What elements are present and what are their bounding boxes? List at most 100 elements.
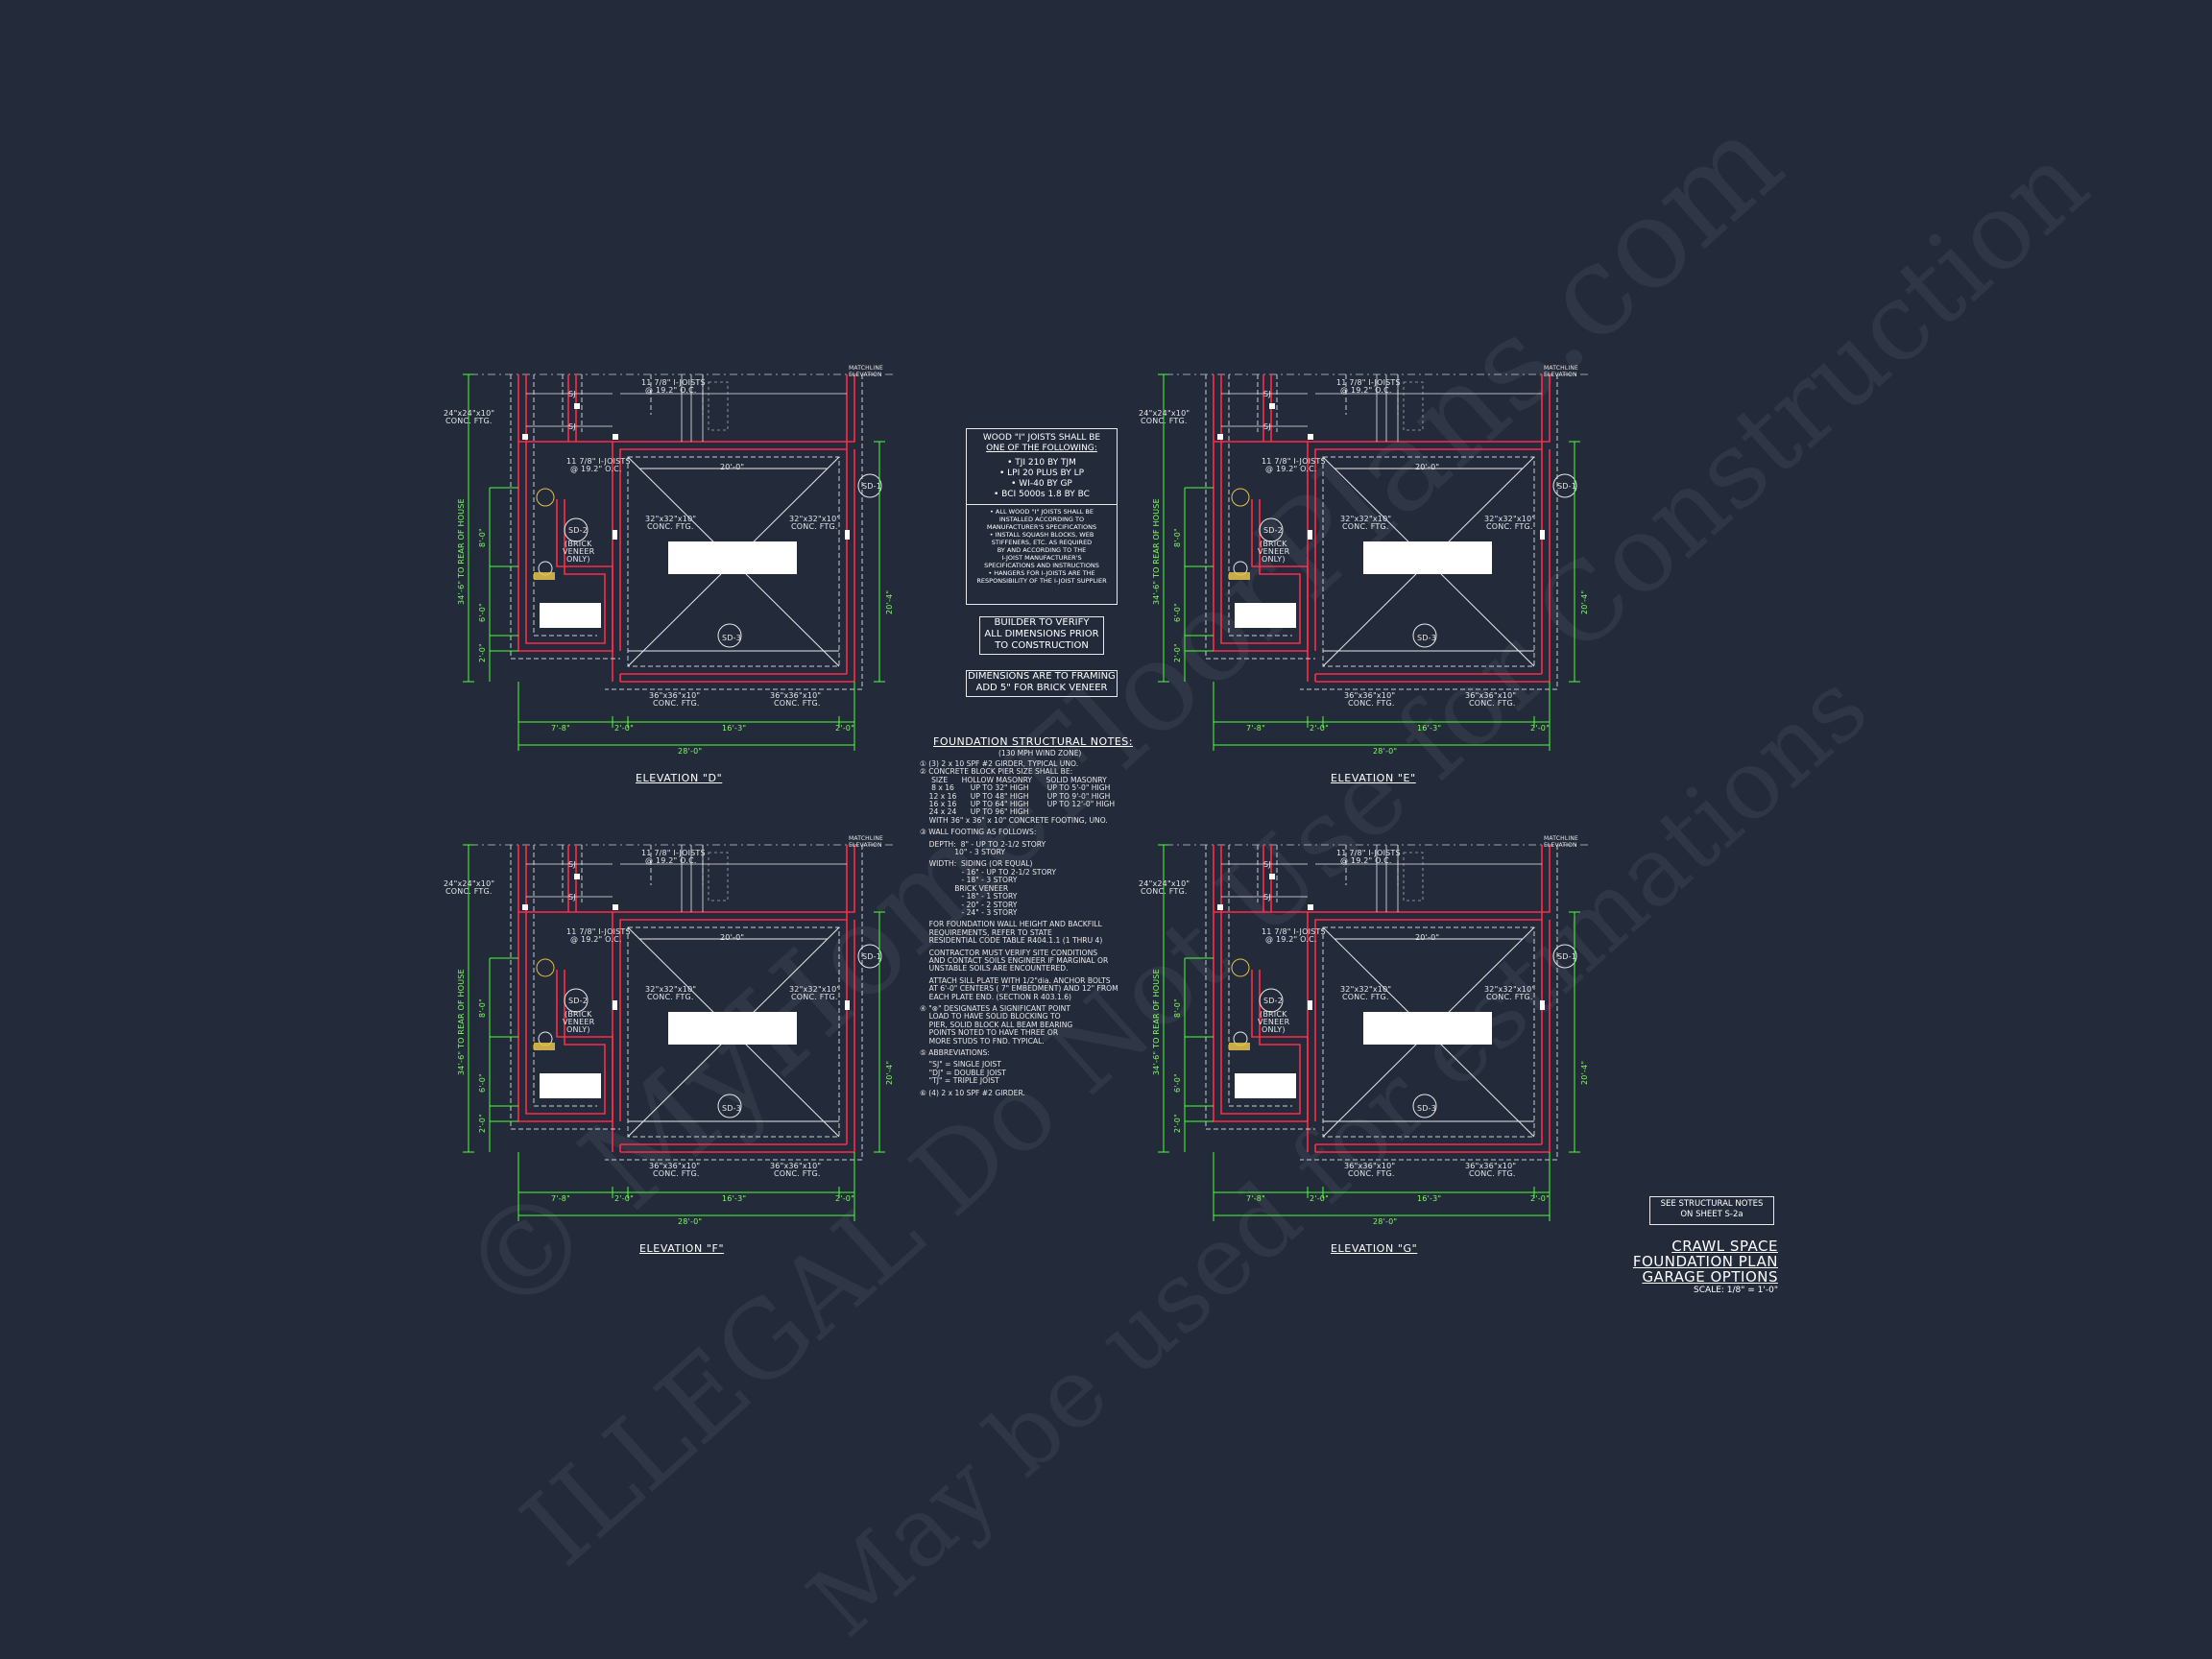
foundation-note-line: ⑥ (4) 2 x 10 SPF #2 GIRDER. (920, 1088, 1025, 1097)
elevation-d-title: ELEVATION "D" (636, 772, 723, 784)
builder-line-1: BUILDER TO VERIFY (994, 617, 1090, 628)
foundation-note-line: LOAD TO HAVE SOLID BLOCKING TO (920, 1012, 1061, 1022)
joist-spacing-top: @ 19.2" O.C. (645, 386, 697, 395)
dim-20ft: 20'-0" (1415, 463, 1440, 471)
ijoist-note-line: • ALL WOOD "I" JOISTS SHALL BE (990, 508, 1094, 516)
plan-drawing (463, 844, 893, 1221)
builder-line-2: ALL DIMENSIONS PRIOR (984, 629, 1099, 639)
sj-label: SJ (1263, 860, 1271, 869)
ijoist-option-2: • LPI 20 PLUS BY LP (998, 469, 1085, 478)
dim-7ft8: 7'-8" (551, 724, 570, 733)
sj-label: SJ (1263, 390, 1271, 398)
foundation-note-line: AT 6'-0" CENTERS ( 7" EMBEDMENT) AND 12"… (920, 984, 1118, 994)
footing-36-left: 36"x36"x10" (1344, 1162, 1396, 1170)
foundation-note-line: PIER, SOLID BLOCK ALL BEAM BEARING (920, 1020, 1073, 1029)
callout-sd1: SD-1 (862, 482, 882, 491)
plan-matchline-label: MATCHLINE (849, 835, 884, 842)
foundation-note-line: - 18" - 3 STORY (920, 876, 1018, 885)
sheet-scale: SCALE: 1/8" = 1'-0" (1694, 1286, 1778, 1295)
footing-32-right: 32"x32"x10" (789, 985, 841, 994)
plan-matchline-sub: ELEVATION (849, 842, 882, 849)
joist-label-top: 11 7/8" I-JOISTS (1336, 378, 1401, 387)
foundation-note-line: "DJ" = DOUBLE JOIST (920, 1068, 1006, 1077)
foundation-note-line: ② CONCRETE BLOCK PIER SIZE SHALL BE: (920, 767, 1073, 777)
callout-sd1: SD-1 (1557, 482, 1577, 491)
footing-36-left-sub: CONC. FTG. (653, 1169, 700, 1178)
foundation-note-line: - 16" - UP TO 2-1/2 STORY (920, 867, 1056, 877)
ijoist-spec-box: WOOD "I" JOISTS SHALL BE ONE OF THE FOLL… (966, 428, 1118, 605)
foundation-note-line: FOR FOUNDATION WALL HEIGHT AND BACKFILL (920, 920, 1102, 929)
joist-label-top: 11 7/8" I-JOISTS (641, 378, 706, 387)
ijoist-note-line: RESPONSIBILITY OF THE I-JOIST SUPPLIER (976, 577, 1107, 585)
foundation-note-line: REQUIREMENTS, REFER TO STATE (920, 927, 1052, 937)
ijoist-heading-2: ONE OF THE FOLLOWING: (986, 444, 1097, 453)
foundation-notes-subtitle: (130 MPH WIND ZONE) (998, 749, 1082, 757)
ijoist-note-line: MANUFACTURER'S SPECIFICATIONS (986, 523, 1097, 531)
brick-note-3: ONLY) (1262, 1025, 1286, 1034)
footing-36-right-sub: CONC. FTG. (1469, 699, 1516, 708)
dim-7ft8: 7'-8" (551, 1194, 570, 1203)
dim-16ft3: 16'-3" (1417, 724, 1442, 733)
see-structural-notes-box: SEE STRUCTURAL NOTES ON SHEET S-2a (1649, 1196, 1774, 1225)
plan-drawing (1158, 844, 1588, 1221)
dim-2ft-b: 2'-0" (835, 724, 854, 733)
dim-20ft4: 20'-4" (1580, 1060, 1589, 1085)
joist-spacing-mid: @ 19.2" O.C. (570, 465, 622, 473)
ijoist-note-line: • INSTALL SQUASH BLOCKS, WEB (989, 531, 1094, 539)
footing-32-left: 32"x32"x10" (645, 515, 697, 523)
joist-label-mid: 11 7/8" I-JOISTS (1262, 457, 1326, 466)
sj-label: SJ (568, 860, 576, 869)
callout-sd3: SD-3 (722, 634, 742, 642)
dim-6ft: 6'-0" (478, 1073, 487, 1093)
foundation-notes-list: ① (3) 2 x 10 SPF #2 GIRDER, TYPICAL UNO.… (920, 759, 1118, 1097)
foundation-note-line: CONTRACTOR MUST VERIFY SITE CONDITIONS (920, 948, 1098, 957)
dim-2ft-b: 2'-0" (1530, 1194, 1550, 1203)
dim-20ft: 20'-0" (720, 463, 745, 471)
footing-24-sub: CONC. FTG. (445, 887, 493, 896)
joist-spacing-mid: @ 19.2" O.C. (570, 935, 622, 944)
joist-spacing-top: @ 19.2" O.C. (1340, 386, 1392, 395)
plan-matchline-sub: ELEVATION (1544, 842, 1577, 849)
footing-36-left: 36"x36"x10" (649, 1162, 701, 1170)
callout-sd2: SD-2 (1263, 526, 1284, 535)
foundation-note-line: ATTACH SILL PLATE WITH 1/2"dia. ANCHOR B… (920, 975, 1111, 985)
dim-8ft: 8'-0" (1173, 998, 1182, 1018)
dim-6ft: 6'-0" (1173, 1073, 1182, 1093)
footing-36-left: 36"x36"x10" (649, 691, 701, 700)
dim-8ft: 8'-0" (478, 528, 487, 547)
brick-note-3: ONLY) (566, 555, 590, 564)
see-notes-line-1: SEE STRUCTURAL NOTES (1660, 1199, 1764, 1209)
dim-2ft-b: 2'-0" (835, 1194, 854, 1203)
brick-note-3: ONLY) (566, 1025, 590, 1034)
dim-34ft6: 34'-6" TO REAR OF HOUSE (457, 498, 466, 605)
brick-note-3: ONLY) (1262, 555, 1286, 564)
footing-32-left-sub: CONC. FTG. (1342, 993, 1389, 1001)
footing-32-left: 32"x32"x10" (1340, 515, 1392, 523)
dim-34ft6: 34'-6" TO REAR OF HOUSE (1152, 969, 1161, 1075)
callout-sd1: SD-1 (862, 952, 882, 961)
brick-note-2: VENEER (1258, 1018, 1290, 1026)
plan-matchline-label: MATCHLINE (1544, 365, 1579, 372)
dim-28ft: 28'-0" (678, 747, 703, 756)
ijoist-note-line: BY AND ACCORDING TO THE (997, 546, 1087, 554)
callout-sd2: SD-2 (568, 997, 589, 1005)
dim-28ft: 28'-0" (678, 1217, 703, 1226)
footing-32-right-sub: CONC. FTG. (1486, 993, 1533, 1001)
joist-label-mid: 11 7/8" I-JOISTS (1262, 927, 1326, 936)
dim-2ft-a: 2'-0" (614, 1194, 634, 1203)
footing-36-right: 36"x36"x10" (1465, 1162, 1517, 1170)
dim-8ft: 8'-0" (1173, 528, 1182, 547)
foundation-note-line: BRICK VENEER (920, 883, 1009, 893)
callout-sd2: SD-2 (568, 526, 589, 535)
sj-label: SJ (568, 390, 576, 398)
foundation-note-line: EACH PLATE END. (SECTION R 403.1.6) (920, 992, 1072, 1001)
dim-2ft-a: 2'-0" (1310, 1194, 1329, 1203)
footing-32-left-sub: CONC. FTG. (1342, 522, 1389, 531)
joist-label-mid: 11 7/8" I-JOISTS (566, 927, 631, 936)
ijoist-note-line: SPECIFICATIONS AND INSTRUCTIONS (984, 562, 1099, 569)
dim-2ft-a: 2'-0" (1310, 724, 1329, 733)
footing-36-right: 36"x36"x10" (1465, 691, 1517, 700)
foundation-note-line: 24 x 24 UP TO 96" HIGH (920, 807, 1029, 817)
